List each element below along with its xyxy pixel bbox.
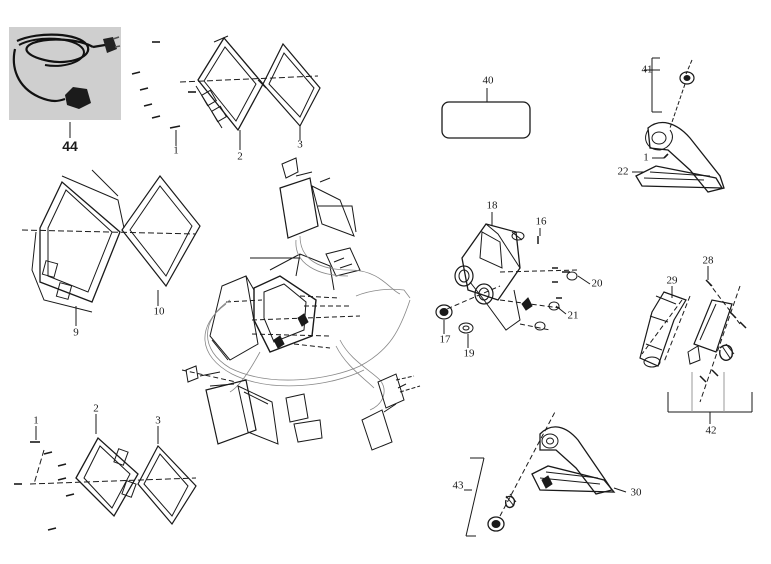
part-18-cylinders — [454, 265, 494, 305]
label-18: 18 — [486, 199, 498, 212]
label-42: 42 — [705, 424, 717, 437]
part-16-screws — [537, 236, 570, 299]
label-3-top: 3 — [297, 138, 303, 151]
label-43: 43 — [452, 479, 464, 492]
bracket-hardware — [361, 373, 421, 451]
part-3-lens-bottom — [137, 444, 197, 526]
label-1-top: 1 — [173, 144, 179, 157]
label-1-bottom: 1 — [33, 414, 39, 427]
main-housing-assembly — [209, 157, 361, 361]
leaders-handle-bottom — [613, 487, 627, 493]
label-20: 20 — [591, 277, 603, 290]
part-19-washer — [458, 322, 474, 334]
axis-lines-mount — [439, 269, 579, 331]
part-41-knob-top — [669, 59, 695, 129]
axis-lines-rail — [641, 281, 741, 403]
label-28: 28 — [702, 254, 714, 267]
bracket-42 — [667, 372, 753, 424]
part-2-frame-bottom — [75, 436, 139, 518]
parts-20-21-washers — [511, 231, 578, 331]
part-10-lens-large — [121, 175, 201, 288]
screws-1-top — [131, 41, 196, 129]
label-21: 21 — [567, 309, 579, 322]
part-43-knob-bottom — [487, 409, 557, 532]
leaders-middle — [75, 290, 159, 326]
label-19: 19 — [463, 347, 475, 360]
label-2-bottom: 2 — [93, 402, 99, 415]
lower-housing-assembly — [181, 365, 323, 445]
power-cable-drawing — [12, 33, 121, 109]
label-9: 9 — [73, 326, 79, 339]
part-17-knob — [435, 304, 453, 320]
part-2-frame-top — [195, 35, 267, 132]
label-29: 29 — [666, 274, 678, 287]
part-42-rail — [687, 299, 735, 365]
label-2-top: 2 — [237, 150, 243, 163]
wiring — [204, 235, 411, 411]
part-9-frame-large — [31, 169, 125, 313]
label-44: 44 — [62, 138, 78, 154]
axis-lines-middle — [21, 229, 197, 235]
label-40: 40 — [482, 74, 494, 87]
part-18-mount-block — [461, 223, 523, 331]
label-10: 10 — [153, 305, 165, 318]
axis-lines-bottom — [29, 449, 197, 485]
label-41: 41 — [641, 63, 653, 76]
screws-1-bottom — [14, 441, 75, 531]
leaders-rail — [671, 266, 709, 298]
label-3-bottom: 3 — [155, 414, 161, 427]
part-29-tube — [639, 291, 687, 368]
bracket-43 — [464, 457, 485, 537]
power-cable-photo — [9, 27, 121, 120]
part-22-handle-arm — [635, 121, 725, 193]
bracket-41 — [644, 57, 662, 113]
axis-lines-top — [179, 75, 319, 83]
label-1-right: 1 — [643, 151, 649, 164]
leaders-top — [69, 122, 301, 150]
part-30-handle-arm — [531, 426, 616, 495]
leaders-bottom — [35, 414, 159, 444]
label-16: 16 — [535, 215, 547, 228]
label-30: 30 — [630, 486, 642, 499]
leaders-mount — [443, 212, 591, 348]
leaders-handle-top — [632, 153, 669, 173]
part-40-label-plate — [441, 88, 531, 139]
label-17: 17 — [439, 333, 451, 346]
label-22: 22 — [617, 165, 629, 178]
part-3-lens-top — [262, 42, 321, 128]
